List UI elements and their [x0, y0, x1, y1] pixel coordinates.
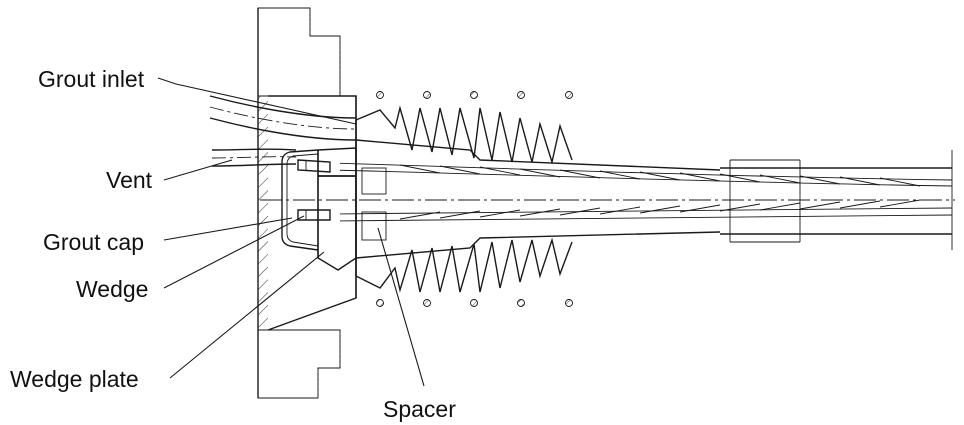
- leader-spacer: [377, 227, 425, 387]
- label-spacer: Spacer: [383, 396, 456, 422]
- label-grout-cap: Grout cap: [43, 229, 144, 255]
- leader-vent: [163, 159, 233, 181]
- hoses: [209, 95, 357, 167]
- leader-wedge-plate: [169, 251, 325, 379]
- strands: [340, 162, 952, 222]
- concrete-structure: [257, 7, 341, 399]
- wedges: [297, 159, 331, 221]
- grout-cap: [281, 149, 319, 251]
- leader-grout-inlet: [157, 77, 357, 125]
- spacer: [361, 167, 387, 241]
- leader-lines: [157, 77, 425, 387]
- spiral-reinforcement: [376, 91, 573, 307]
- label-grout-inlet: Grout inlet: [38, 66, 145, 92]
- trumpet: [355, 105, 721, 293]
- leader-wedge: [163, 215, 305, 289]
- label-wedge-plate: Wedge plate: [10, 366, 139, 392]
- label-vent: Vent: [106, 167, 153, 193]
- leader-grout-cap: [163, 217, 293, 241]
- label-wedge: Wedge: [76, 276, 149, 302]
- duct: [720, 150, 953, 250]
- wedge-plate: [317, 147, 357, 271]
- anchor-recess: [267, 95, 357, 331]
